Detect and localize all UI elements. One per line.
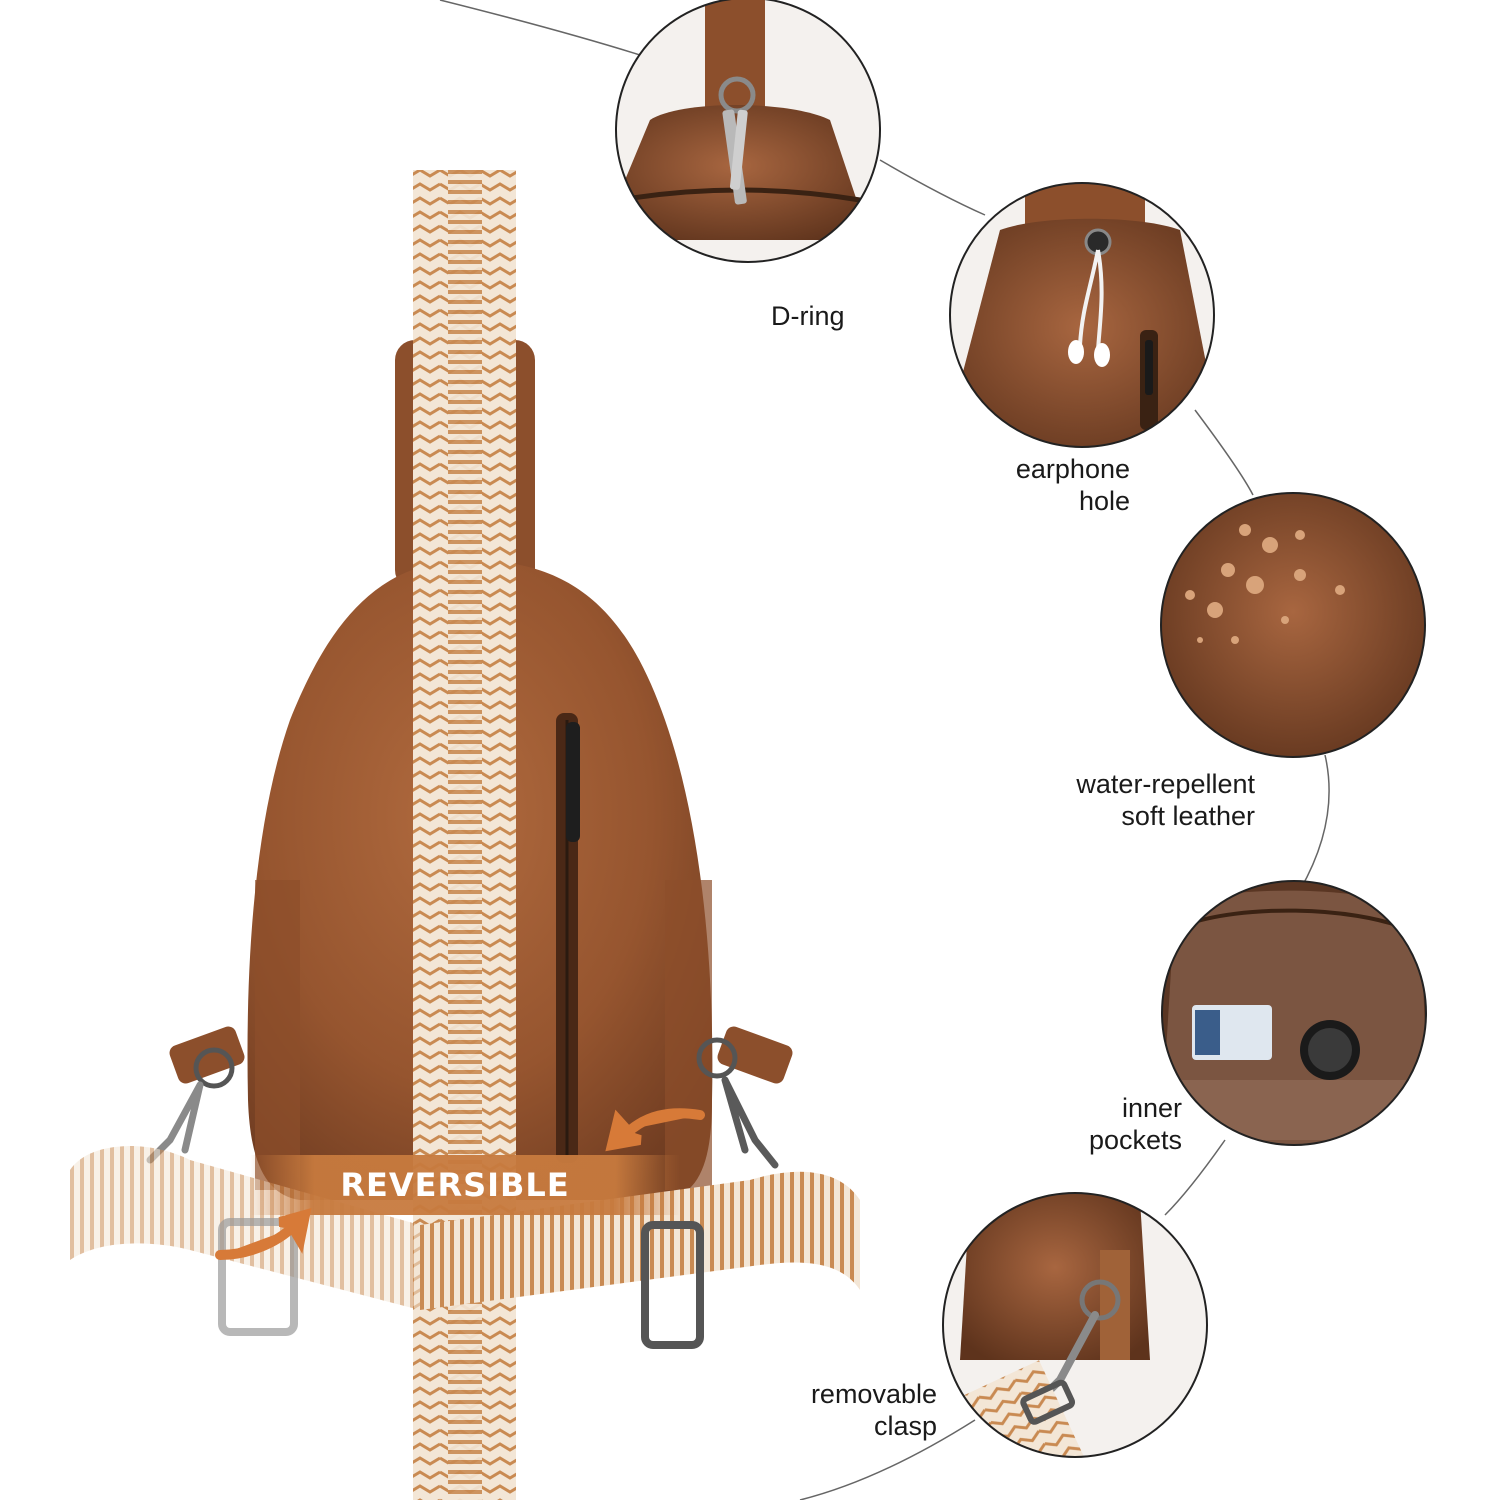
callout-earphone-line-1: earphone <box>1015 454 1130 484</box>
slider-buckle-left <box>218 1218 298 1336</box>
callout-inner-pockets: inner pockets <box>1070 1092 1182 1156</box>
clasp-ring-icon <box>1079 1279 1121 1321</box>
callout-inner-line-2: pockets <box>1088 1125 1182 1155</box>
callout-leather-line-2: soft leather <box>1121 801 1255 831</box>
callout-earphone-line-2: hole <box>1078 486 1130 516</box>
key-ring-icon <box>718 76 756 114</box>
d-ring-left <box>193 1047 235 1089</box>
slider-buckle-right <box>641 1221 704 1349</box>
reversible-banner <box>250 1155 680 1215</box>
clasp-right <box>721 1076 779 1169</box>
callout-leather-line-1: water-repellent <box>1076 769 1255 799</box>
callout-clasp-line-2: clasp <box>873 1411 937 1441</box>
arrow-bottom-icon <box>215 1207 312 1260</box>
detail-circle-earphone <box>949 182 1215 448</box>
zipper-pull <box>566 722 580 842</box>
earphone-cable-icon <box>1078 249 1104 351</box>
water-droplets-icon <box>1185 524 1345 644</box>
detail-circle-clasp <box>942 1192 1208 1458</box>
arrow-top-icon <box>605 1108 705 1152</box>
callout-d-ring-line-1: D-ring <box>771 301 845 331</box>
callout-d-ring: D-ring <box>771 300 845 332</box>
clasp-left <box>146 1081 204 1164</box>
strap-solid <box>420 1171 860 1310</box>
callout-inner-line-1: inner <box>1121 1093 1182 1123</box>
d-ring-right <box>696 1037 738 1079</box>
detail-circle-d-ring <box>615 0 881 263</box>
strap-ghost <box>70 1146 420 1310</box>
side-pocket-left <box>255 880 300 1190</box>
callout-earphone-hole: earphone hole <box>990 453 1130 517</box>
callout-leather: water-repellent soft leather <box>1050 768 1255 832</box>
reversible-label: REVERSIBLE <box>340 1166 569 1204</box>
callout-clasp-line-1: removable <box>810 1379 937 1409</box>
callout-clasp: removable clasp <box>785 1378 937 1442</box>
detail-circle-inner-pockets <box>1161 880 1427 1146</box>
side-pocket-right <box>665 880 712 1190</box>
detail-circle-leather <box>1160 492 1426 758</box>
connector-arc <box>439 0 1330 1500</box>
